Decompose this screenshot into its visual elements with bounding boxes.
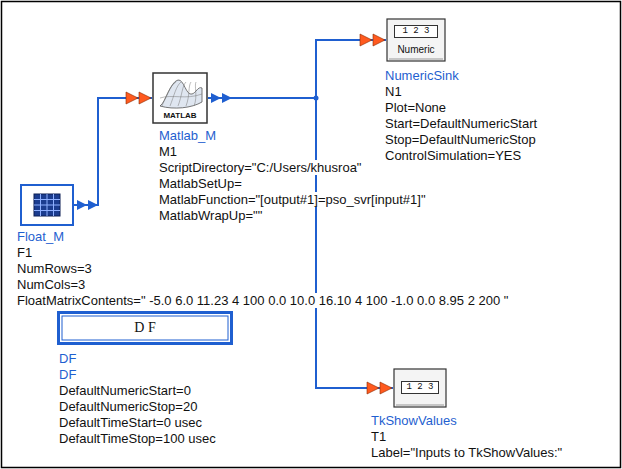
parameter-label: NumRows=3 xyxy=(16,261,93,276)
parameter-label: NumCols=3 xyxy=(16,277,86,292)
parameter-label: FloatMatrixContents=" -5.0 6.0 11.23 4 1… xyxy=(16,293,509,308)
parameter-label: DF xyxy=(58,367,77,382)
parameter-label: DefaultNumericStart=0 xyxy=(58,383,192,398)
parameter-label: MatlabFunction="[output#1]=pso_svr[input… xyxy=(158,192,427,207)
parameter-label: MatlabSetUp= xyxy=(158,176,243,191)
output-port xyxy=(77,200,98,210)
component-name: Float_M xyxy=(16,229,65,244)
numeric-component: 1 2 3NumericNumericSinkN1Plot=NoneStart=… xyxy=(386,18,446,62)
signal-wire xyxy=(208,98,393,394)
instance-name: F1 xyxy=(16,245,33,260)
component-name: DF xyxy=(58,351,77,366)
parameter-label: MatlabWrapUp="" xyxy=(158,208,263,223)
icon-text: D F xyxy=(57,320,233,336)
component-name: Matlab_M xyxy=(158,128,217,143)
parameter-label: Stop=DefaultNumericStop xyxy=(384,132,537,147)
parameter-label: Label="Inputs to TkShowValues:" xyxy=(370,445,563,460)
icon-text: Numeric xyxy=(386,44,446,56)
parameter-label: ScriptDirectory="C:/Users/khusroa" xyxy=(158,160,362,175)
parameter-label: Plot=None xyxy=(384,100,447,115)
parameter-label: DefaultTimeStop=100 usec xyxy=(58,431,217,446)
input-arrow xyxy=(367,382,392,394)
input-arrow xyxy=(126,92,151,104)
float-component: Float_MF1NumRows=3NumCols=3FloatMatrixCo… xyxy=(20,184,74,226)
signal-wire xyxy=(74,92,152,205)
tk-component: 1 2 3TkShowValuesT1Label="Inputs to TkSh… xyxy=(393,368,447,408)
icon-text: 1 2 3 xyxy=(394,25,438,38)
icon-text: 1 2 3 xyxy=(401,381,439,394)
icon-text: MATLAB xyxy=(152,111,208,121)
float-icon xyxy=(20,184,74,226)
signal-wire xyxy=(208,34,386,98)
input-arrow xyxy=(360,34,385,46)
parameter-label: DefaultTimeStart=0 usec xyxy=(58,415,203,430)
parameter-label: ControlSimulation=YES xyxy=(384,148,522,163)
parameter-label: DefaultNumericStop=20 xyxy=(58,399,198,414)
instance-name: M1 xyxy=(158,144,178,159)
df-component: D FDFDFDefaultNumericStart=0DefaultNumer… xyxy=(57,311,233,345)
component-name: TkShowValues xyxy=(370,413,458,428)
component-name: NumericSink xyxy=(384,68,460,83)
parameter-label: Start=DefaultNumericStart xyxy=(384,116,538,131)
matlab-component: MATLABMatlab_MM1ScriptDirectory="C:/User… xyxy=(152,72,208,124)
instance-name: N1 xyxy=(384,84,403,99)
instance-name: T1 xyxy=(370,429,387,444)
